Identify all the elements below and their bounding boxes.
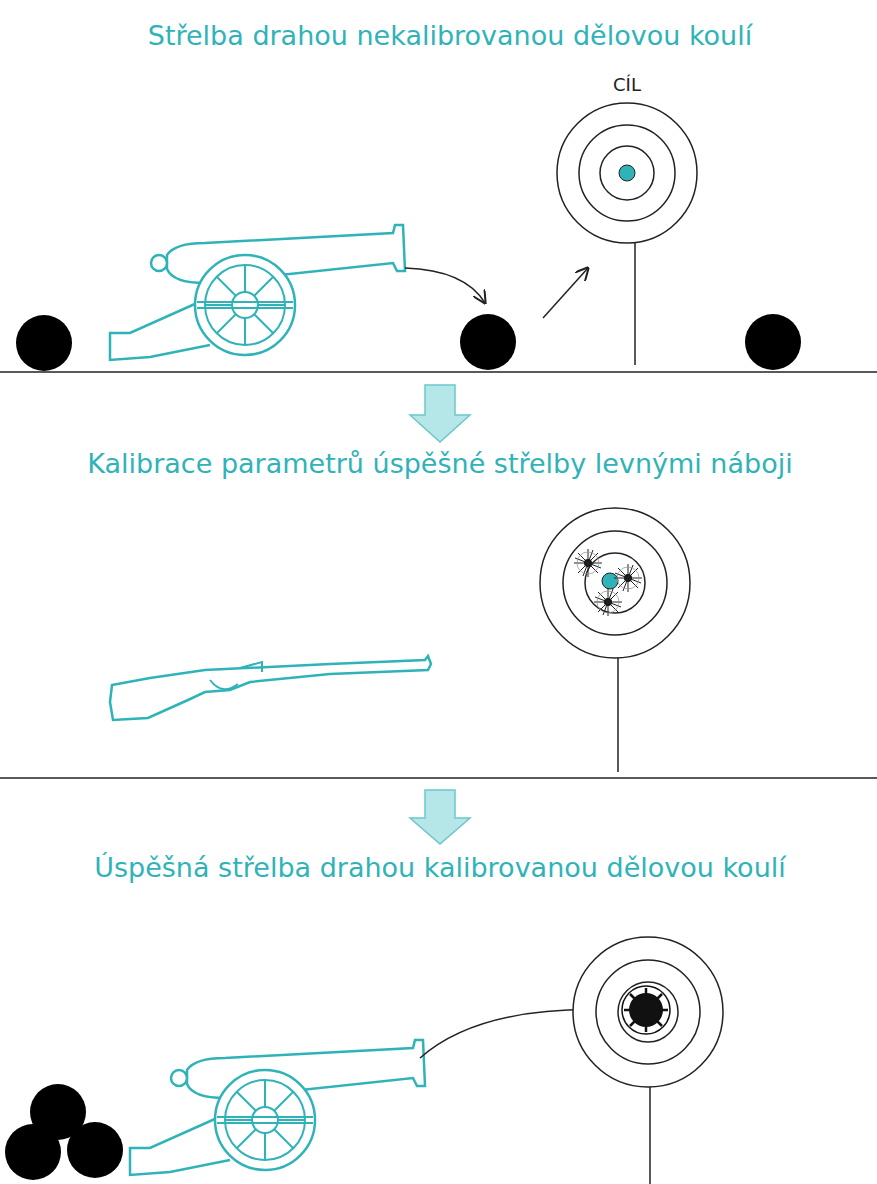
panel-calibrated-part-part bbox=[630, 994, 662, 1026]
section-heading: Úspěšná střelba drahou kalibrovanou dělo… bbox=[94, 852, 786, 884]
panel-calibration-part bbox=[240, 662, 262, 672]
panel-calibration-part bbox=[563, 531, 667, 635]
panel-uncalibrated-part bbox=[634, 243, 636, 365]
panel-calibrated-part bbox=[649, 1085, 651, 1184]
down-arrow bbox=[410, 385, 470, 442]
panel-uncalibrated-part bbox=[110, 225, 405, 360]
panel-calibration bbox=[0, 508, 877, 778]
section-heading: Střelba drahou nekalibrovanou dělovou ko… bbox=[148, 20, 752, 52]
panel-uncalibrated-part bbox=[619, 165, 635, 181]
down-arrow bbox=[410, 790, 470, 844]
panel-calibrated-part-part bbox=[630, 994, 662, 1026]
panel-uncalibrated bbox=[0, 103, 877, 372]
panel-uncalibrated-part bbox=[600, 146, 654, 200]
panel-calibration-part bbox=[585, 553, 645, 613]
panel-calibration-part bbox=[617, 655, 619, 772]
panel-calibrated-part bbox=[596, 960, 700, 1064]
panel-calibrated-part bbox=[573, 937, 723, 1087]
panel-uncalibrated-part bbox=[0, 371, 877, 373]
panel-calibration-part bbox=[574, 549, 602, 577]
panel-calibrated-part bbox=[130, 1040, 425, 1175]
panel-uncalibrated-part bbox=[579, 125, 675, 221]
panel-uncalibrated-part bbox=[745, 314, 801, 370]
panel-calibrated-part bbox=[622, 986, 670, 1034]
panel-calibrated-part bbox=[618, 982, 678, 1042]
panel-calibration-part bbox=[540, 508, 690, 658]
panel-calibrated-part bbox=[67, 1122, 123, 1178]
panel-calibration-part bbox=[602, 573, 618, 589]
panel-calibration-part bbox=[614, 564, 642, 592]
panel-calibrated-part bbox=[5, 1124, 61, 1180]
panel-uncalibrated-part bbox=[16, 315, 72, 371]
panel-calibration-part bbox=[210, 680, 238, 689]
panel-calibrated-part bbox=[624, 988, 668, 1032]
panel-calibrated bbox=[5, 937, 723, 1184]
panel-uncalibrated-part bbox=[543, 268, 588, 318]
panel-calibration-part bbox=[0, 777, 877, 779]
panel-calibration-part bbox=[110, 656, 431, 720]
panel-calibration-part bbox=[594, 588, 622, 616]
panel-uncalibrated-part bbox=[405, 268, 485, 303]
section-heading: Kalibrace parametrů úspěšné střelby levn… bbox=[87, 448, 792, 480]
panel-uncalibrated-part bbox=[557, 103, 697, 243]
target-label: CÍL bbox=[613, 74, 641, 96]
panel-uncalibrated-part bbox=[460, 314, 516, 370]
